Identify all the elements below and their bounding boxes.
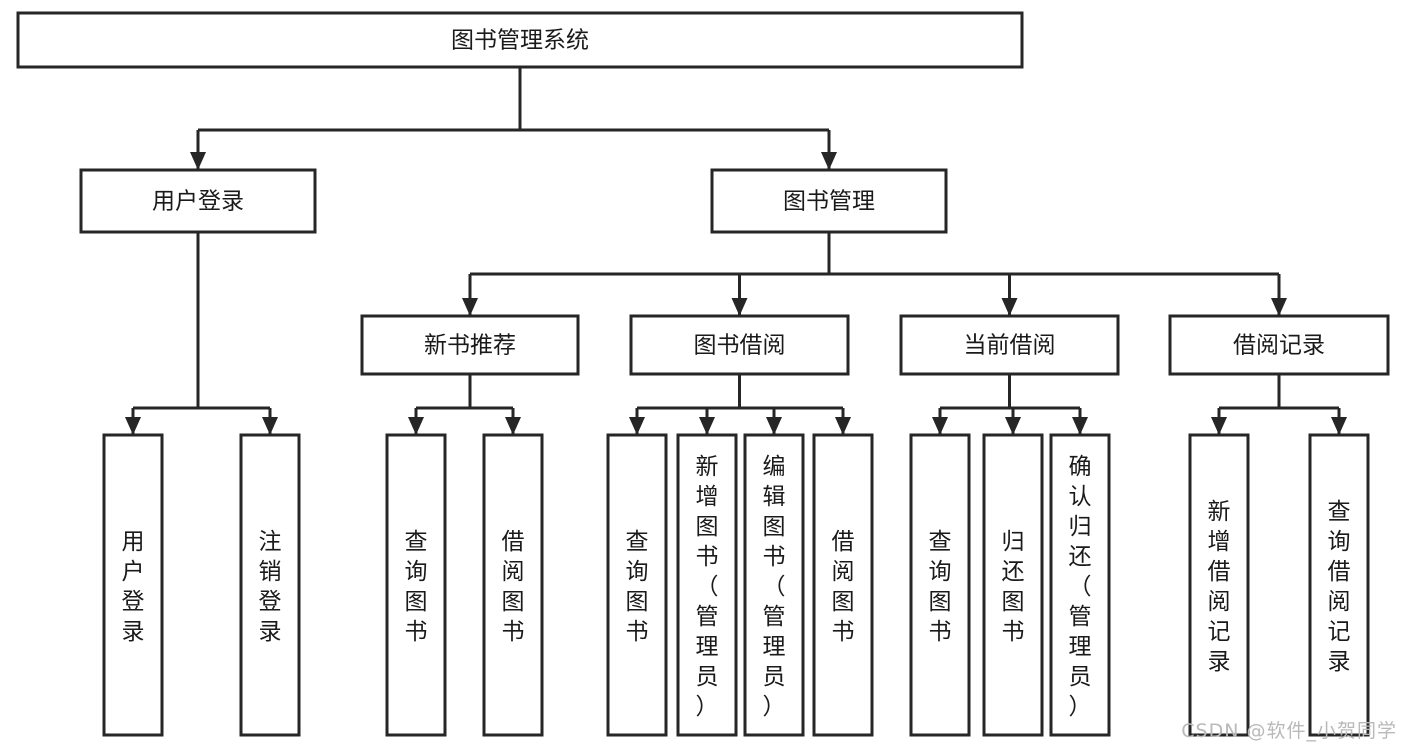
arrow-head-icon (731, 298, 748, 316)
node-label-current: 当前借阅 (964, 333, 1056, 359)
node-leaf2[interactable]: 注销登录 (239, 433, 301, 737)
arrow-head-icon (1331, 417, 1347, 435)
node-label-leaf4: 借阅图书 (502, 529, 525, 645)
node-label-leaf1: 用户登录 (122, 529, 145, 645)
edge-group-bookmgmt (462, 232, 1287, 316)
edge-group-records (1211, 374, 1347, 435)
node-box-current (899, 314, 1120, 376)
edge-layer (125, 67, 1347, 435)
node-label-leaf12: 新增借阅记录 (1208, 499, 1231, 675)
edge-group-login (125, 232, 278, 435)
node-leaf12[interactable]: 新增借阅记录 (1188, 433, 1250, 737)
node-box-leaf13 (1308, 433, 1370, 737)
node-box-leaf4 (482, 433, 544, 737)
arrow-head-icon (821, 152, 837, 170)
node-records[interactable]: 借阅记录 (1168, 314, 1390, 376)
node-leaf6[interactable]: 新增图书（管理员） (676, 433, 738, 737)
edge-group-current (932, 374, 1088, 435)
node-leaf1[interactable]: 用户登录 (102, 433, 164, 737)
node-label-leaf9: 查询图书 (929, 529, 952, 645)
node-label-borrow: 图书借阅 (694, 333, 786, 359)
node-layer: 图书管理系统用户登录图书管理新书推荐图书借阅当前借阅借阅记录用户登录注销登录查询… (16, 11, 1390, 737)
arrow-head-icon (932, 417, 948, 435)
node-box-leaf6 (676, 433, 738, 737)
node-leaf5[interactable]: 查询图书 (606, 433, 668, 737)
node-leaf9[interactable]: 查询图书 (909, 433, 971, 737)
node-root[interactable]: 图书管理系统 (16, 11, 1024, 69)
arrow-head-icon (190, 152, 206, 170)
node-box-login (79, 168, 317, 234)
node-box-bookmgmt (710, 168, 948, 234)
arrow-head-icon (505, 417, 521, 435)
node-current[interactable]: 当前借阅 (899, 314, 1120, 376)
node-box-leaf5 (606, 433, 668, 737)
node-label-login: 用户登录 (152, 189, 244, 215)
arrow-head-icon (462, 298, 478, 316)
node-box-leaf11 (1049, 433, 1111, 737)
node-label-leaf7: 编辑图书（管理员） (763, 454, 786, 720)
arrow-head-icon (1001, 298, 1018, 316)
node-label-leaf5: 查询图书 (626, 529, 649, 645)
node-leaf4[interactable]: 借阅图书 (482, 433, 544, 737)
edge-group-borrow (629, 374, 851, 435)
node-newbook[interactable]: 新书推荐 (360, 314, 580, 376)
arrow-head-icon (766, 417, 782, 435)
node-label-bookmgmt: 图书管理 (783, 189, 875, 215)
node-label-root: 图书管理系统 (451, 28, 589, 54)
node-label-leaf6: 新增图书（管理员） (696, 454, 719, 720)
arrow-head-icon (262, 417, 278, 435)
node-leaf7[interactable]: 编辑图书（管理员） (743, 433, 805, 737)
node-box-leaf1 (102, 433, 164, 737)
node-box-leaf7 (743, 433, 805, 737)
node-box-leaf12 (1188, 433, 1250, 737)
node-bookmgmt[interactable]: 图书管理 (710, 168, 948, 234)
node-label-leaf11: 确认归还（管理员） (1069, 454, 1092, 720)
node-box-leaf9 (909, 433, 971, 737)
arrow-head-icon (835, 417, 851, 435)
node-box-leaf3 (385, 433, 447, 737)
node-label-leaf2: 注销登录 (259, 529, 282, 645)
node-label-leaf8: 借阅图书 (832, 529, 855, 645)
node-label-newbook: 新书推荐 (424, 333, 516, 359)
node-label-records: 借阅记录 (1233, 333, 1325, 359)
node-box-leaf2 (239, 433, 301, 737)
edge-group-newbook (408, 374, 521, 435)
arrow-head-icon (629, 417, 645, 435)
arrow-head-icon (408, 417, 424, 435)
arrow-head-icon (1072, 417, 1088, 435)
arrow-head-icon (1211, 417, 1227, 435)
arrow-head-icon (1271, 298, 1287, 316)
node-label-leaf10: 归还图书 (1002, 529, 1025, 645)
node-leaf11[interactable]: 确认归还（管理员） (1049, 433, 1111, 737)
arrow-head-icon (125, 417, 141, 435)
node-box-borrow (629, 314, 850, 376)
node-leaf3[interactable]: 查询图书 (385, 433, 447, 737)
node-box-newbook (360, 314, 580, 376)
node-leaf10[interactable]: 归还图书 (982, 433, 1044, 737)
arrow-head-icon (699, 417, 715, 435)
node-box-leaf10 (982, 433, 1044, 737)
node-box-root (16, 11, 1024, 69)
node-login[interactable]: 用户登录 (79, 168, 317, 234)
node-box-leaf8 (812, 433, 874, 737)
node-borrow[interactable]: 图书借阅 (629, 314, 850, 376)
node-label-leaf3: 查询图书 (405, 529, 428, 645)
node-leaf13[interactable]: 查询借阅记录 (1308, 433, 1370, 737)
edge-group-root (190, 67, 837, 170)
node-box-records (1168, 314, 1390, 376)
node-label-leaf13: 查询借阅记录 (1328, 499, 1351, 675)
node-leaf8[interactable]: 借阅图书 (812, 433, 874, 737)
arrow-head-icon (1005, 417, 1021, 435)
